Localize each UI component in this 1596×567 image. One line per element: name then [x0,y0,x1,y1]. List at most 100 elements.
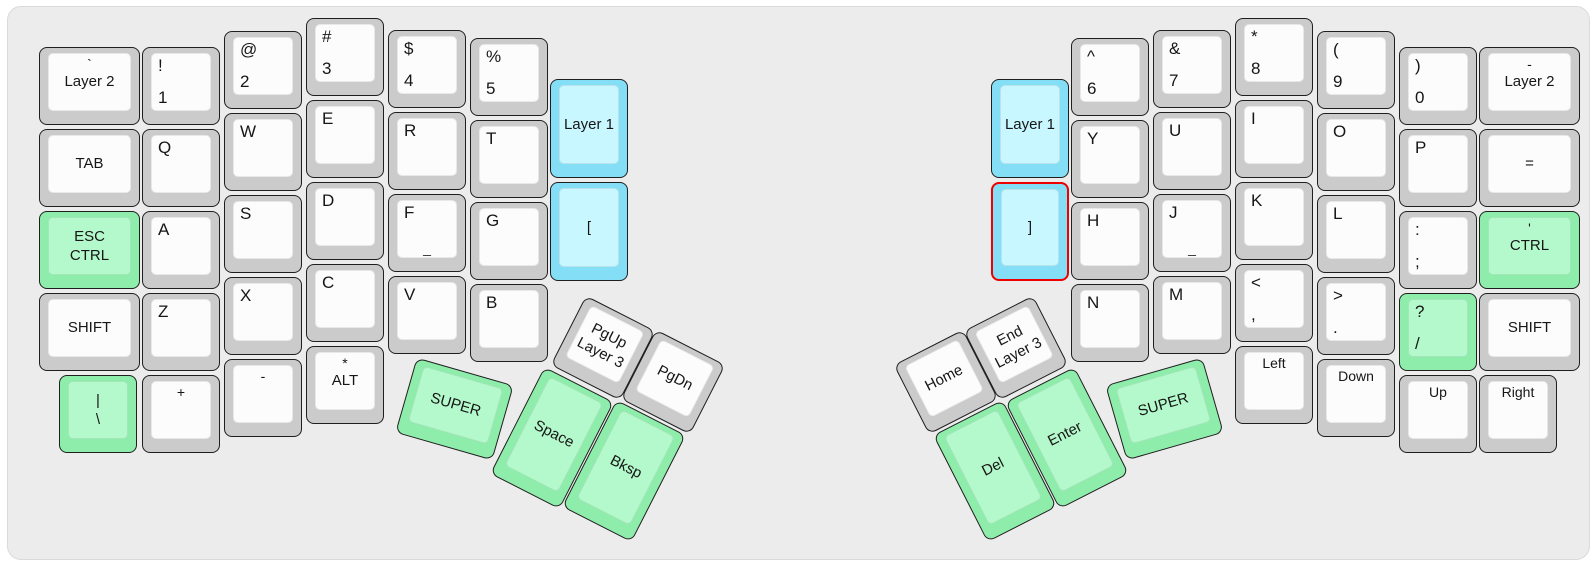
key-quote-ctrl[interactable]: 'CTRL [1479,211,1580,289]
key-label: SHIFT [67,319,112,337]
keycap-top: Down [1326,365,1386,423]
keycap-top: $4 [397,36,457,94]
key-j[interactable]: J_ [1153,194,1231,272]
key-r[interactable]: R [388,112,466,190]
key-a[interactable]: A [142,211,220,289]
key-minus[interactable]: - [224,359,302,437]
key-label: 1 [158,88,168,107]
key-l[interactable]: L [1317,195,1395,273]
key-shift-right[interactable]: SHIFT [1479,293,1580,371]
key-layer2-left[interactable]: `Layer 2 [39,47,140,125]
key-rbracket[interactable]: ] [991,182,1069,281]
keycap-top: C [315,270,375,328]
keycap-top: P [1408,135,1468,193]
key-label: 4 [404,71,414,90]
key-u[interactable]: U [1153,112,1231,190]
key-label: TAB [75,155,104,173]
keycap-top: H [1080,208,1140,266]
key-label: SUPER [428,389,483,421]
key-lbracket[interactable]: [ [550,182,628,281]
key-t[interactable]: T [470,120,548,198]
key-percent-5[interactable]: %5 [470,38,548,116]
key-colon-semi[interactable]: :; [1399,211,1477,289]
key-label: CTRL [1509,237,1550,255]
key-label: SHIFT [1507,319,1552,337]
key-label: ] [1027,218,1033,236]
key-c[interactable]: C [306,264,384,342]
key-label: J [1169,203,1178,222]
key-gt-period[interactable]: >. [1317,277,1395,355]
key-label: 6 [1087,79,1097,98]
key-caret-6[interactable]: ^6 [1071,38,1149,116]
key-b[interactable]: B [470,284,548,362]
key-k[interactable]: K [1235,182,1313,260]
key-label: ? [1415,302,1425,321]
key-label: I [1251,109,1256,128]
key-y[interactable]: Y [1071,120,1149,198]
key-q[interactable]: Q [142,129,220,207]
key-question-slash[interactable]: ?/ [1399,293,1477,371]
key-layer1-right[interactable]: Layer 1 [991,79,1069,178]
keycap-top: End Layer 3 [974,304,1055,384]
keycap-top: B [479,290,539,348]
key-label: G [486,211,500,230]
key-arrow-up[interactable]: Up [1399,375,1477,453]
key-super-right[interactable]: SUPER [1105,357,1224,461]
key-p[interactable]: P [1399,129,1477,207]
key-label: T [486,129,497,148]
keycap-top: PgUp Layer 3 [564,304,645,384]
key-n[interactable]: N [1071,284,1149,362]
key-equals[interactable]: = [1479,129,1580,207]
keycap-top: F_ [397,200,457,258]
key-super-left[interactable]: SUPER [395,357,514,461]
key-lparen-9[interactable]: (9 [1317,31,1395,109]
key-label: C [322,273,335,292]
key-label: ALT [331,372,359,390]
keycap-top: ESC CTRL [48,217,131,275]
key-layer2-right[interactable]: -Layer 2 [1479,47,1580,125]
key-shift-left[interactable]: SHIFT [39,293,140,371]
key-f[interactable]: F_ [388,194,466,272]
key-h[interactable]: H [1071,202,1149,280]
key-layer1-left[interactable]: Layer 1 [550,79,628,178]
keycap-top: - [233,365,293,423]
key-arrow-down[interactable]: Down [1317,359,1395,437]
key-amp-7[interactable]: &7 [1153,30,1231,108]
key-tab[interactable]: TAB [39,129,140,207]
key-v[interactable]: V [388,276,466,354]
key-w[interactable]: W [224,113,302,191]
keycap-top: &7 [1162,36,1222,94]
key-z[interactable]: Z [142,293,220,371]
key-i[interactable]: I [1235,100,1313,178]
key-d[interactable]: D [306,182,384,260]
keycap-top: #3 [315,24,375,82]
key-label: % [486,47,502,66]
key-lt-comma[interactable]: <, [1235,264,1313,342]
key-label: / [1415,334,1420,353]
keycap-top: Layer 1 [1000,85,1060,164]
keycap-top: Home [904,338,985,418]
key-label: ; [1415,252,1420,271]
key-label: [ [586,218,592,236]
key-s[interactable]: S [224,195,302,273]
key-asterisk-8[interactable]: *8 [1235,18,1313,96]
key-pipe-backslash[interactable]: | \ [59,375,137,453]
key-label: ' [1528,220,1531,236]
key-arrow-left[interactable]: Left [1235,346,1313,424]
key-arrow-right[interactable]: Right [1479,375,1557,453]
key-rparen-0[interactable]: )0 [1399,47,1477,125]
key-label: - [1527,56,1532,72]
key-m[interactable]: M [1153,276,1231,354]
key-excl-1[interactable]: !1 [142,47,220,125]
key-label: : [1415,220,1420,239]
key-dollar-4[interactable]: $4 [388,30,466,108]
key-esc-ctrl[interactable]: ESC CTRL [39,211,140,289]
key-at-2[interactable]: @2 [224,31,302,109]
key-hash-3[interactable]: #3 [306,18,384,96]
key-plus[interactable]: + [142,375,220,453]
key-o[interactable]: O [1317,113,1395,191]
key-x[interactable]: X [224,277,302,355]
key-star-alt[interactable]: *ALT [306,346,384,424]
key-e[interactable]: E [306,100,384,178]
key-g[interactable]: G [470,202,548,280]
